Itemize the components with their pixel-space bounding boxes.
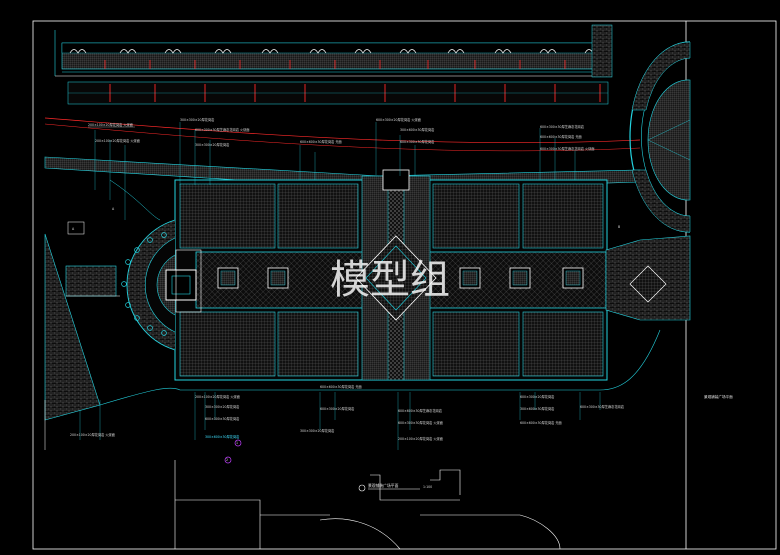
callout-bottom-11: 600×300×20厚花岗岩 <box>520 394 555 399</box>
watermark-text: 模型组 <box>330 257 450 303</box>
side-drawing-title: 景观铺装广场平面 <box>704 394 733 399</box>
road-strip <box>67 81 609 105</box>
left-slanted-wall <box>44 233 101 421</box>
callout-bottom-13: 600×600×30厚花岗岩 光面 <box>520 420 562 425</box>
callout-bottom-1: 200×100×20厚花岗岩 火烧面 <box>195 394 240 399</box>
callout-bottom-6: 600×300×20厚花岗岩 <box>320 406 355 411</box>
callout-bottom-9: 600×300×30厚花岗岩 火烧面 <box>398 420 443 425</box>
callout-top-6: 600×600×30厚花岗岩 光面 <box>300 139 342 144</box>
callout-bottom-2: 300×300×20厚花岗岩 <box>205 404 240 409</box>
svg-text:1: 1 <box>236 441 238 445</box>
callout-top-2: 200×100×20厚花岗岩 火烧面 <box>95 138 140 143</box>
svg-text:2: 2 <box>226 458 228 462</box>
callouts-bottom: 200×100×20厚花岗岩 火烧面 300×300×20厚花岗岩 600×30… <box>70 384 625 441</box>
callouts-top: 200×100×20厚花岗岩 火烧面 200×100×20厚花岗岩 火烧面 30… <box>88 117 594 151</box>
right-entry-square <box>605 235 691 321</box>
callout-bottom-10: 200×100×20厚花岗岩 火烧面 <box>398 436 443 441</box>
section-marks: A A B 1 2 <box>67 207 620 464</box>
plan-title-block: 景观铺装广场平面 1:100 <box>358 483 432 492</box>
callout-bottom-7: 300×300×20厚花岗岩 <box>300 428 335 433</box>
callout-bottom-4: 300×600×30厚花岗岩 <box>205 434 240 439</box>
plan-scale: 1:100 <box>423 485 432 489</box>
top-planting-strip <box>54 24 613 78</box>
svg-text:B: B <box>618 225 620 229</box>
leader-lines <box>79 122 601 450</box>
plaza-edge-curves <box>99 329 661 406</box>
svg-text:A: A <box>72 227 75 231</box>
callout-bottom-12: 300×600×30厚花岗岩 <box>520 406 555 411</box>
outer-frame <box>32 20 777 550</box>
callout-top-8: 300×600×30厚花岗岩 <box>400 127 435 132</box>
callout-top-1: 200×100×20厚花岗岩 火烧面 <box>88 122 133 127</box>
callout-top-11: 600×600×30厚花岗岩 光面 <box>540 134 582 139</box>
left-circular-feature <box>65 219 202 351</box>
bottom-site-lines <box>174 460 561 550</box>
callout-bottom-5: 600×600×30厚花岗岩 光面 <box>320 384 362 389</box>
svg-text:A: A <box>112 207 115 211</box>
callout-top-10: 600×300×30厚芝麻灰花岗岩 <box>540 124 585 129</box>
red-boundary-curve <box>44 117 641 144</box>
edge-curve-left <box>109 179 161 221</box>
callout-bottom-14: 600×300×30厚芝麻灰花岗岩 <box>580 404 625 409</box>
right-semicircle-plaza <box>629 41 691 233</box>
callout-bottom-3: 600×300×30厚花岗岩 <box>205 416 240 421</box>
callout-top-5: 300×300×20厚花岗岩 <box>195 142 230 147</box>
callout-top-12: 600×300×30厚芝麻灰花岗岩 火烧面 <box>540 146 594 151</box>
main-plaza <box>174 169 608 381</box>
callout-bottom-15: 200×100×20厚花岗岩 火烧面 <box>70 432 115 437</box>
callout-top-4: 600×300×30厚芝麻灰花岗岩 火烧面 <box>195 127 249 132</box>
red-boundary-curve-2 <box>44 123 641 152</box>
callout-top-9: 600×300×30厚花岗岩 <box>400 139 435 144</box>
callout-top-3: 300×300×20厚花岗岩 <box>180 117 215 122</box>
callout-bottom-8: 600×600×30厚芝麻灰花岗岩 <box>398 408 443 413</box>
plan-title: 景观铺装广场平面 <box>368 483 399 488</box>
callout-top-7: 600×300×20厚花岗岩 火烧面 <box>376 117 421 122</box>
